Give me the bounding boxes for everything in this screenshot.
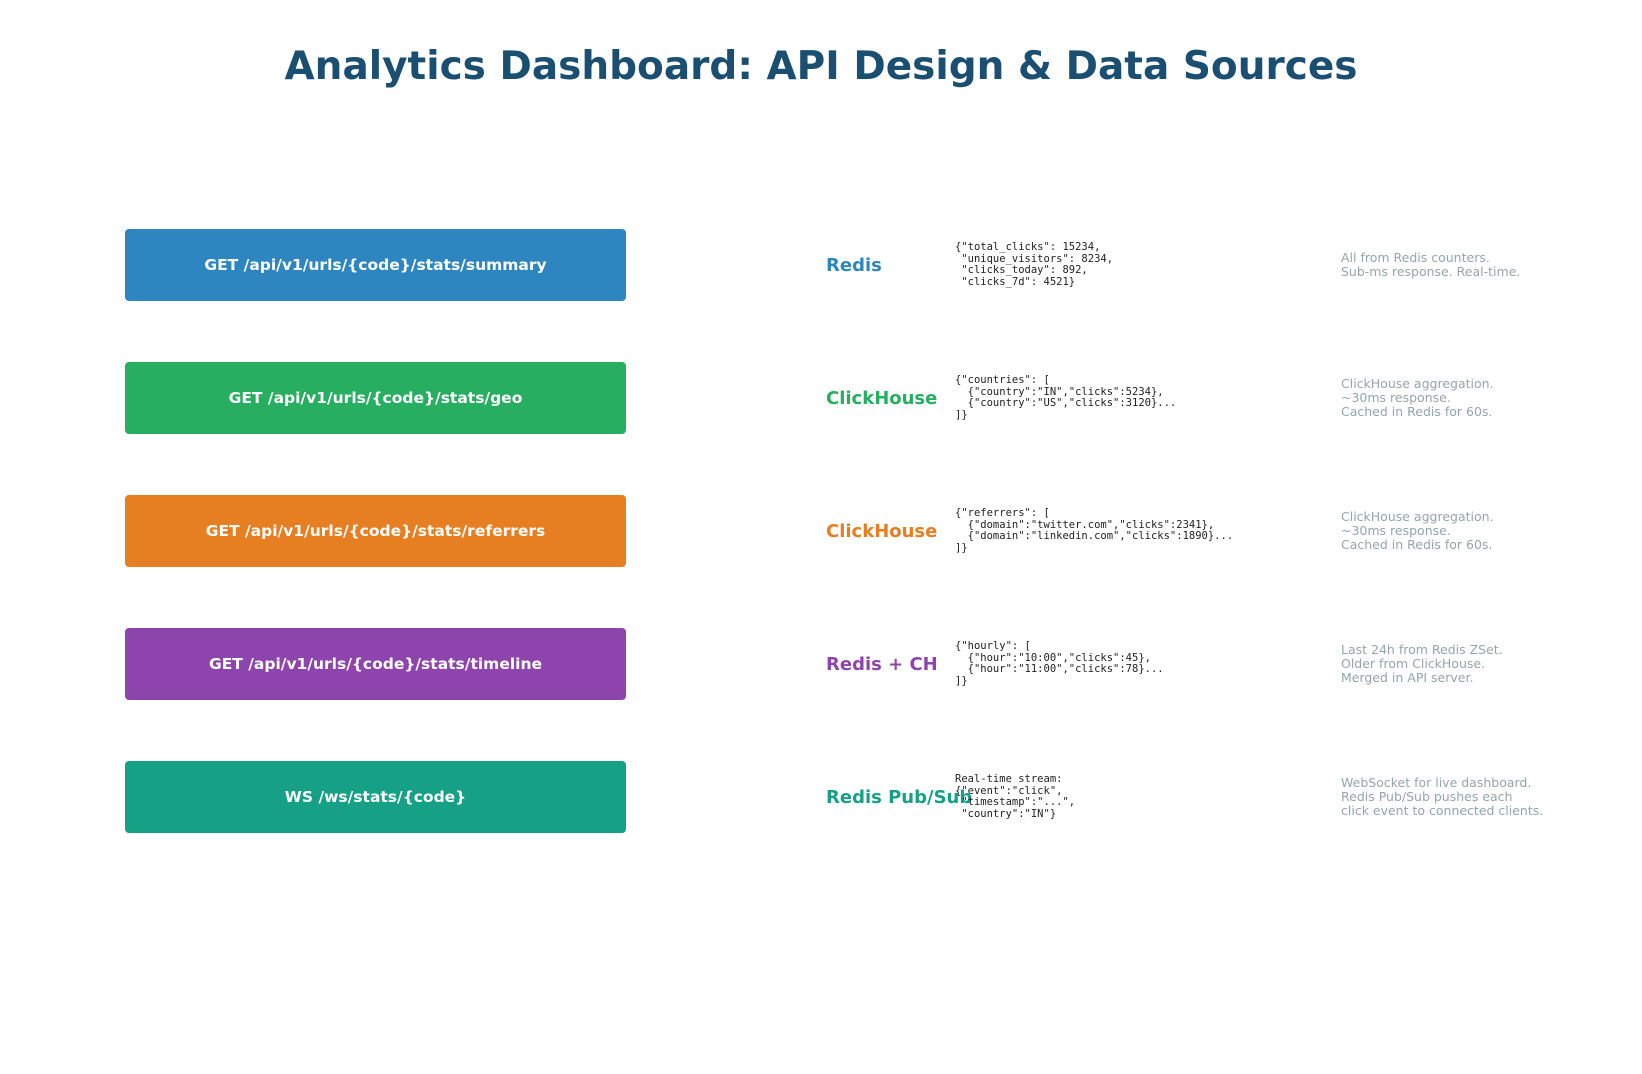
data-source-label: Redis Pub/Sub xyxy=(826,786,973,808)
data-source-label: Redis + CH xyxy=(826,653,938,675)
endpoint-box: GET /api/v1/urls/{code}/stats/referrers xyxy=(125,495,626,567)
endpoint-box: GET /api/v1/urls/{code}/stats/timeline xyxy=(125,628,626,700)
endpoint-note: All from Redis counters. Sub-ms response… xyxy=(1341,229,1520,301)
endpoint-box: WS /ws/stats/{code} xyxy=(125,761,626,833)
endpoint-note: ClickHouse aggregation. ~30ms response. … xyxy=(1341,495,1494,567)
endpoint-row-summary: GET /api/v1/urls/{code}/stats/summary Re… xyxy=(0,229,1642,301)
note-text: ClickHouse aggregation. ~30ms response. … xyxy=(1341,509,1494,552)
note-text: Last 24h from Redis ZSet. Older from Cli… xyxy=(1341,642,1503,685)
response-example: {"countries": [ {"country":"IN","clicks"… xyxy=(955,362,1176,434)
endpoint-box: GET /api/v1/urls/{code}/stats/summary xyxy=(125,229,626,301)
response-json: Real-time stream: {"event":"click", "tim… xyxy=(955,773,1076,820)
endpoint-row-timeline: GET /api/v1/urls/{code}/stats/timeline R… xyxy=(0,628,1642,700)
endpoint-box: GET /api/v1/urls/{code}/stats/geo xyxy=(125,362,626,434)
response-json: {"total_clicks": 15234, "unique_visitors… xyxy=(955,241,1114,288)
note-text: WebSocket for live dashboard. Redis Pub/… xyxy=(1341,775,1544,818)
endpoint-row-geo: GET /api/v1/urls/{code}/stats/geo ClickH… xyxy=(0,362,1642,434)
note-text: All from Redis counters. Sub-ms response… xyxy=(1341,250,1521,279)
response-json: {"referrers": [ {"domain":"twitter.com",… xyxy=(955,507,1234,554)
endpoint-row-websocket: WS /ws/stats/{code} Redis Pub/Sub Real-t… xyxy=(0,761,1642,833)
endpoint-row-referrers: GET /api/v1/urls/{code}/stats/referrers … xyxy=(0,495,1642,567)
endpoint-note: WebSocket for live dashboard. Redis Pub/… xyxy=(1341,761,1543,833)
response-example: {"total_clicks": 15234, "unique_visitors… xyxy=(955,229,1113,301)
response-json: {"countries": [ {"country":"IN","clicks"… xyxy=(955,374,1177,421)
data-source-label: ClickHouse xyxy=(826,387,938,409)
page-title: Analytics Dashboard: API Design & Data S… xyxy=(284,44,1358,89)
data-source-label: Redis xyxy=(826,254,882,276)
note-text: ClickHouse aggregation. ~30ms response. … xyxy=(1341,376,1494,419)
response-example: {"referrers": [ {"domain":"twitter.com",… xyxy=(955,495,1233,567)
response-example: {"hourly": [ {"hour":"10:00","clicks":45… xyxy=(955,628,1164,700)
data-source-label: ClickHouse xyxy=(826,520,938,542)
response-json: {"hourly": [ {"hour":"10:00","clicks":45… xyxy=(955,640,1164,687)
endpoint-note: Last 24h from Redis ZSet. Older from Cli… xyxy=(1341,628,1503,700)
endpoint-note: ClickHouse aggregation. ~30ms response. … xyxy=(1341,362,1494,434)
response-example: Real-time stream: {"event":"click", "tim… xyxy=(955,761,1075,833)
